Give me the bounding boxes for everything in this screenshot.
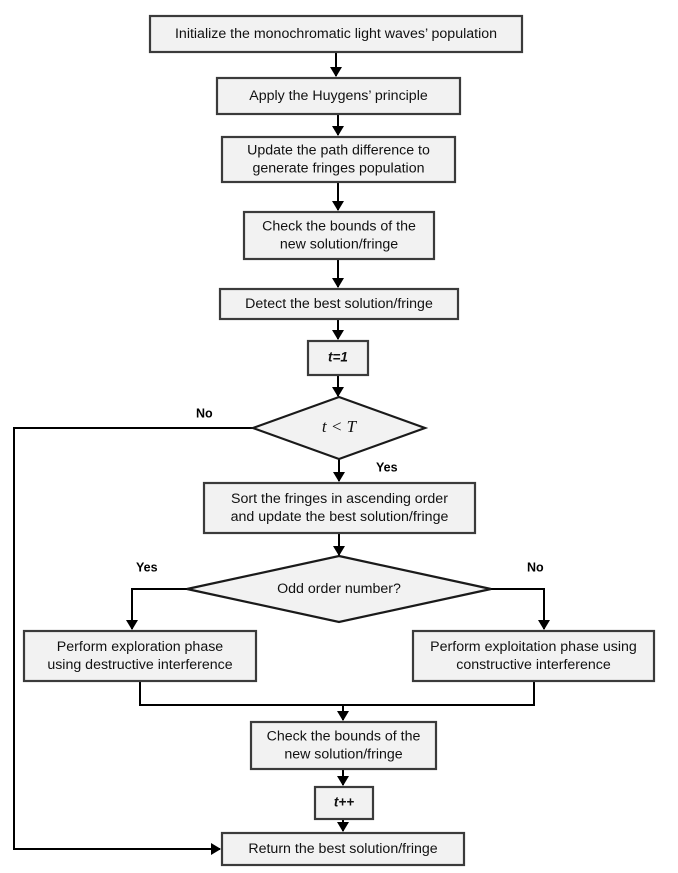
process-shape xyxy=(202,481,477,535)
node-label-huygens-principle: Apply the Huygens’ principle xyxy=(249,88,428,104)
process-shape xyxy=(242,210,436,261)
node-t-increment: t++ xyxy=(313,785,375,821)
arrowhead-a-check2 xyxy=(337,711,349,721)
node-label-update-path-difference-line1: Update the path difference to xyxy=(247,142,430,158)
process-shape xyxy=(220,135,457,184)
process-shape xyxy=(411,629,656,683)
branch-label-loop-no: No xyxy=(196,406,213,420)
process-shape xyxy=(306,339,370,377)
flow-edge-e-loop-no-left xyxy=(13,427,253,850)
arrowhead-a-exploitation xyxy=(538,620,550,630)
node-label-check-bounds-2-line2: new solution/fringe xyxy=(284,746,402,762)
arrowhead-a-loopback xyxy=(211,843,221,855)
nodes-layer: Initialize the monochromatic light waves… xyxy=(22,14,656,867)
branch-label-odd-yes: Yes xyxy=(136,560,158,574)
arrowhead-a-tinit xyxy=(332,330,344,340)
flow-edge-e-odd-yes xyxy=(131,588,187,629)
arrowhead-a-loop xyxy=(332,387,344,397)
process-shape xyxy=(249,720,438,771)
node-label-check-bounds-1-line1: Check the bounds of the xyxy=(262,218,416,234)
arrowhead-a-huygens xyxy=(330,67,342,77)
flow-edge-e-odd-no xyxy=(491,588,545,629)
arrowhead-a-odd xyxy=(333,546,345,556)
node-label-detect-best-solution: Detect the best solution/fringe xyxy=(245,296,433,312)
process-shape xyxy=(148,14,524,54)
arrowhead-a-sort xyxy=(333,472,345,482)
node-label-sort-fringes-line2: and update the best solution/fringe xyxy=(231,509,449,525)
node-return-best: Return the best solution/fringe xyxy=(220,831,466,867)
arrowhead-a-tinc xyxy=(337,776,349,786)
node-label-exploitation-phase-line2: constructive interference xyxy=(456,657,611,673)
node-label-t-init: t=1 xyxy=(328,350,348,365)
node-huygens-principle: Apply the Huygens’ principle xyxy=(215,76,462,116)
arrowhead-a-exploration xyxy=(126,620,138,630)
node-label-odd-order-decision: Odd order number? xyxy=(277,581,401,597)
node-sort-fringes: Sort the fringes in ascending order and u… xyxy=(202,481,477,535)
branch-label-odd-no: No xyxy=(527,560,544,574)
process-shape xyxy=(313,785,375,821)
node-label-exploration-phase-line2: using destructive interference xyxy=(47,657,232,673)
node-label-init-population: Initialize the monochromatic light waves… xyxy=(175,26,497,42)
node-label-check-bounds-2-line1: Check the bounds of the xyxy=(267,728,421,744)
flow-edge-e-exploitation-down xyxy=(343,681,535,706)
node-label-return-best: Return the best solution/fringe xyxy=(248,841,437,857)
process-shape xyxy=(215,76,462,116)
process-shape xyxy=(220,831,466,867)
node-check-bounds-2: Check the bounds of the new solution/frin… xyxy=(249,720,438,771)
node-odd-order-decision: Odd order number? xyxy=(186,554,492,624)
process-shape xyxy=(22,629,258,683)
flow-edge-e-exploration-down xyxy=(139,681,344,720)
node-exploitation-phase: Perform exploitation phase using construc… xyxy=(411,629,656,683)
node-exploration-phase: Perform exploration phase using destructi… xyxy=(22,629,258,683)
node-label-loop-condition: t < T xyxy=(322,417,358,436)
node-label-exploration-phase-line1: Perform exploration phase xyxy=(57,639,224,655)
node-init-population: Initialize the monochromatic light waves… xyxy=(148,14,524,54)
arrowhead-a-detect xyxy=(332,278,344,288)
node-label-check-bounds-1-line2: new solution/fringe xyxy=(280,236,398,252)
node-label-t-increment: t++ xyxy=(334,795,354,810)
arrowhead-a-check1 xyxy=(332,201,344,211)
node-update-path-difference: Update the path difference to generate fr… xyxy=(220,135,457,184)
node-check-bounds-1: Check the bounds of the new solution/frin… xyxy=(242,210,436,261)
node-label-update-path-difference-line2: generate fringes population xyxy=(253,160,425,176)
node-t-init: t=1 xyxy=(306,339,370,377)
node-label-sort-fringes-line1: Sort the fringes in ascending order xyxy=(231,491,448,507)
node-label-exploitation-phase-line1: Perform exploitation phase using xyxy=(430,639,637,655)
node-detect-best-solution: Detect the best solution/fringe xyxy=(218,287,460,321)
node-loop-condition: t < T xyxy=(249,395,429,461)
process-shape xyxy=(218,287,460,321)
arrowheads-layer xyxy=(126,67,550,855)
decision-shape xyxy=(186,554,492,624)
branch-label-loop-yes: Yes xyxy=(376,460,398,474)
arrowhead-a-return xyxy=(337,822,349,832)
decision-shape xyxy=(249,395,429,461)
arrowhead-a-update xyxy=(332,126,344,136)
